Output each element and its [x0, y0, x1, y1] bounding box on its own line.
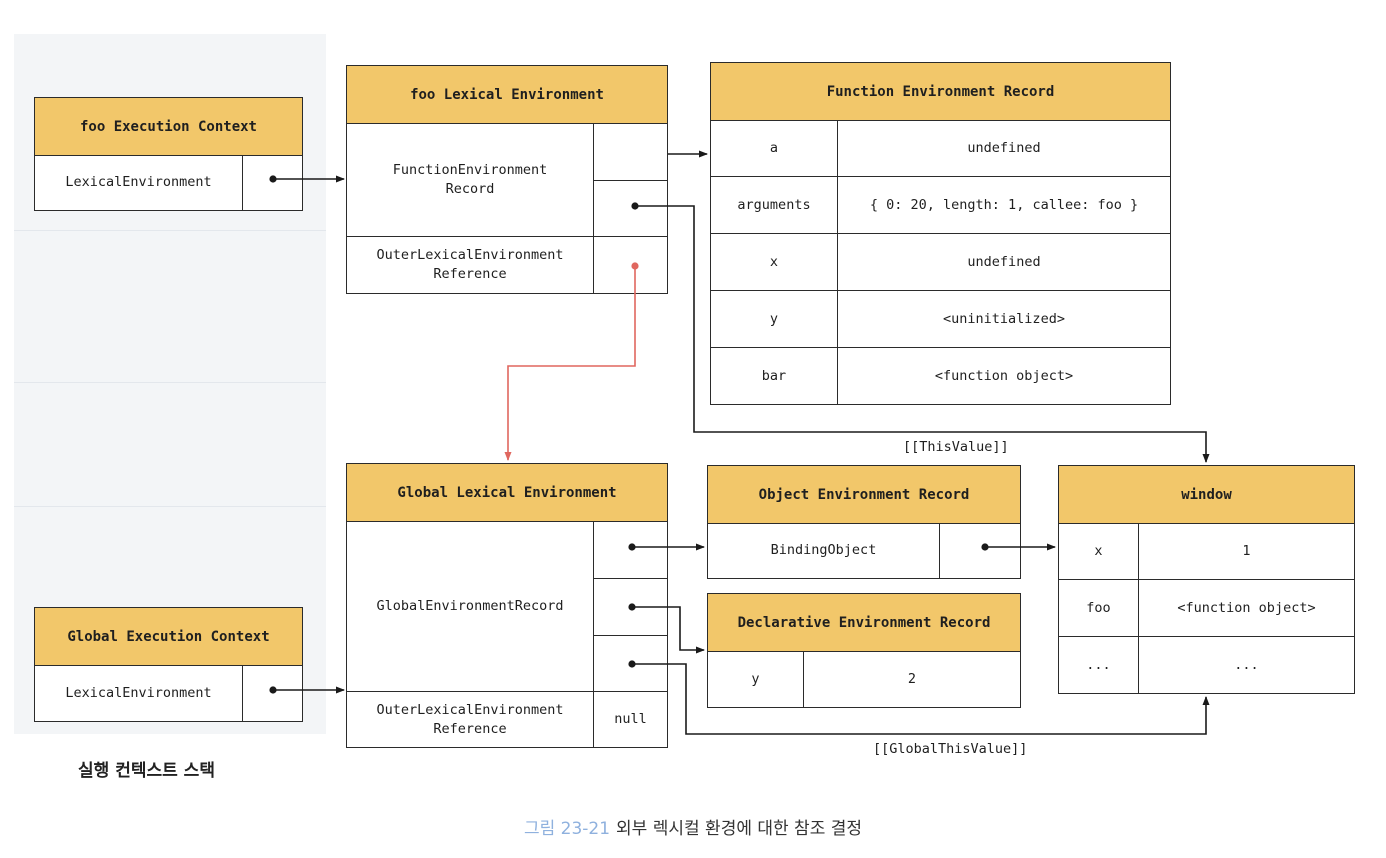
this-value-link-label: [[ThisValue]]: [903, 439, 1009, 455]
binding-key: a: [769, 139, 779, 156]
binding-key: x: [769, 253, 779, 270]
binding-key: arguments: [737, 196, 811, 213]
foo-lexical-environment: foo Lexical Environment FunctionEnvironm…: [346, 65, 668, 294]
property-key: foo: [1086, 599, 1111, 616]
binding-value: <function object>: [934, 367, 1074, 384]
global-lexical-environment: Global Lexical Environment GlobalEnviron…: [346, 463, 668, 748]
binding-object-field: BindingObject: [770, 542, 877, 558]
function-environment-record: Function Environment Record a undefined …: [710, 62, 1171, 405]
foo-lexical-environment-title: foo Lexical Environment: [347, 66, 667, 124]
global-lexical-environment-title: Global Lexical Environment: [347, 464, 667, 522]
global-this-value-link-label: [[GlobalThisValue]]: [873, 741, 1028, 757]
global-execution-context: Global Execution Context LexicalEnvironm…: [34, 607, 303, 722]
property-value: ...: [1234, 656, 1259, 673]
object-environment-record-title: Object Environment Record: [708, 466, 1020, 524]
binding-value: 2: [907, 670, 917, 687]
foo-execution-context-title: foo Execution Context: [35, 98, 302, 156]
window-object-title: window: [1059, 466, 1354, 524]
binding-key: y: [769, 310, 779, 327]
binding-key: y: [751, 670, 760, 687]
binding-value: undefined: [967, 139, 1041, 156]
function-environment-record-label: FunctionEnvironment Record: [392, 161, 548, 197]
property-value: 1: [1242, 542, 1251, 559]
outer-reference-arrow: [504, 266, 636, 461]
property-key: ...: [1086, 656, 1111, 673]
function-environment-record-title: Function Environment Record: [711, 63, 1170, 121]
outer-lexical-environment-reference-label: OuterLexicalEnvironment Reference: [376, 247, 564, 282]
binding-value: { 0: 20, length: 1, callee: foo }: [869, 196, 1139, 213]
outer-reference-null-value: null: [614, 711, 647, 727]
execution-context-stack-title: 실행 컨텍스트 스택: [78, 761, 215, 781]
global-environment-record-label: GlobalEnvironmentRecord: [376, 597, 564, 614]
binding-key: bar: [761, 367, 787, 384]
object-environment-record: Object Environment Record BindingObject: [707, 465, 1021, 579]
figure-number: 그림 23-21: [523, 819, 611, 839]
lexical-environment-field: LexicalEnvironment: [65, 684, 212, 701]
property-value: <function object>: [1177, 599, 1316, 616]
window-object: window x 1 foo <function object> ... ...: [1058, 465, 1355, 694]
figure-caption-text: 외부 렉시컬 환경에 대한 참조 결정: [616, 819, 863, 839]
binding-value: undefined: [967, 253, 1041, 270]
lexical-environment-field: LexicalEnvironment: [65, 174, 212, 190]
binding-value: <uninitialized>: [943, 310, 1065, 327]
global-execution-context-title: Global Execution Context: [35, 608, 302, 666]
foo-execution-context: foo Execution Context LexicalEnvironment: [34, 97, 303, 211]
outer-lexical-environment-reference-label: OuterLexicalEnvironment Reference: [376, 701, 564, 737]
property-key: x: [1094, 542, 1103, 559]
declarative-environment-record-title: Declarative Environment Record: [708, 594, 1020, 652]
declarative-environment-record: Declarative Environment Record y 2: [707, 593, 1021, 708]
